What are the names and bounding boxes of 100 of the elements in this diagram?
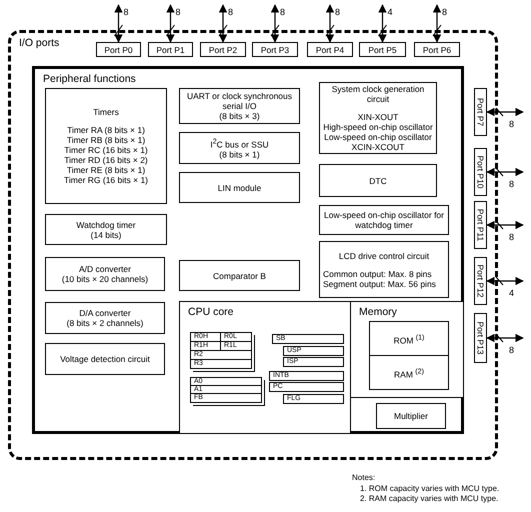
register-box [190, 359, 252, 369]
bus-width-label: 8 [509, 345, 514, 355]
bidirectional-arrow [166, 4, 175, 43]
function-block [319, 82, 437, 154]
peripheral-functions-panel [32, 66, 464, 434]
port-box [200, 42, 246, 57]
block-text: Timer RE (8 bits × 1) [66, 165, 146, 175]
register-box [283, 346, 344, 356]
port-box [474, 313, 487, 363]
bus-width-label: 4 [388, 7, 393, 17]
block-title: System clock generation circuit [330, 84, 426, 104]
function-block [179, 172, 300, 203]
block-text: Timer RC (16 bits × 1) [63, 145, 149, 155]
function-block [45, 343, 165, 375]
panel-heading: Memory [359, 306, 397, 318]
block-text: High-speed on-chip oscillator [322, 122, 434, 132]
bidirectional-arrow [486, 334, 524, 342]
block-title: Timers [92, 107, 120, 117]
function-block [319, 205, 449, 235]
port-label: Port P10 [474, 155, 486, 189]
port-label: Port P11 [474, 208, 486, 242]
block-title: A/D converter [78, 264, 132, 274]
block-title: Voltage detection circuit [59, 354, 151, 364]
bus-width-label: 8 [124, 7, 129, 17]
block-title: Multiplier [392, 411, 429, 421]
bidirectional-arrow [114, 4, 123, 43]
block-text: Common output: Max. 8 pins [322, 268, 433, 278]
port-label: Port P13 [474, 321, 486, 355]
port-box [148, 42, 193, 57]
register-box [220, 341, 252, 351]
bus-width-label: 8 [509, 232, 514, 242]
bus-width-label: 8 [509, 119, 514, 129]
cpu-core-panel [179, 301, 351, 434]
block-title: Watchdog timer [75, 220, 137, 230]
block-title: Comparator B [212, 270, 267, 280]
bus-width-label: 8 [280, 7, 286, 17]
bus-width-label: 8 [442, 7, 448, 17]
port-label: Port P5 [367, 44, 398, 54]
function-block [45, 214, 167, 245]
bidirectional-arrow [432, 4, 442, 43]
block-title: UART or clock synchronous serial I/O [186, 91, 294, 111]
block-title: ROM $^{(1)}$ [392, 332, 426, 345]
block-title: Low-speed on-chip oscillator for watchdog timer [322, 210, 445, 230]
bidirectional-arrow [486, 220, 524, 230]
bidirectional-arrow [218, 4, 228, 43]
bidirectional-arrow [326, 4, 334, 43]
port-label: Port P12 [474, 264, 486, 298]
block-text: Timer RD (16 bits × 2) [63, 155, 149, 165]
memory-panel [350, 301, 464, 398]
memory-block [369, 355, 449, 390]
port-label: Port P2 [208, 44, 238, 54]
port-box [307, 42, 353, 57]
port-label: Port P6 [422, 44, 452, 54]
block-text: XCIN-XCOUT [350, 142, 406, 152]
bus-width-label: 8 [509, 179, 514, 189]
bus-width-label: 8 [335, 7, 340, 17]
panel-heading: Peripheral functions [43, 73, 136, 85]
block-title: D/A converter [78, 308, 132, 318]
bus-width-label: 8 [176, 7, 181, 17]
panel-heading: I/O ports [19, 37, 60, 49]
footnote: 2. RAM capacity varies with MCU type. [360, 494, 498, 504]
register-box [220, 332, 252, 342]
footnote: 1. ROM capacity varies with MCU type. [360, 484, 500, 494]
port-label: Port P1 [155, 44, 186, 54]
register-box [272, 334, 344, 344]
port-label: Port P0 [103, 44, 134, 54]
block-text: Timer RG (16 bits × 1) [63, 175, 149, 185]
port-label: Port P3 [260, 44, 290, 54]
block-text: (8 bits × 1) [218, 149, 261, 160]
block-title: RAM $^{(2)}$ [393, 366, 425, 379]
port-box [414, 42, 460, 57]
port-box [474, 201, 487, 249]
port-box [474, 148, 487, 196]
register-box [190, 393, 262, 403]
register-box [283, 357, 344, 367]
bidirectional-arrow [486, 276, 524, 286]
block-title: LCD drive control circuit [338, 250, 430, 260]
memory-block [369, 321, 449, 356]
port-box [474, 257, 487, 305]
notes-heading: Notes: [352, 473, 376, 483]
block-title: LIN module [216, 182, 262, 192]
bidirectional-arrow [378, 4, 387, 43]
block-title: DTC [368, 176, 388, 186]
register-box [283, 394, 344, 404]
function-block [45, 88, 167, 204]
block-title: I$^{2}$C bus or SSU [209, 136, 270, 150]
block-text: Timer RA (8 bits × 1) [66, 125, 146, 135]
port-box [474, 88, 487, 136]
port-box [252, 42, 298, 57]
bus-width-label: 8 [228, 7, 234, 17]
panel-heading: CPU core [188, 306, 234, 318]
bidirectional-arrow [486, 108, 524, 116]
function-block [179, 88, 300, 124]
block-text: (14 bits) [90, 230, 122, 240]
register-box [269, 382, 344, 392]
bidirectional-arrow [270, 4, 280, 43]
function-block [319, 241, 449, 298]
block-text: (8 bits × 2 channels) [66, 318, 144, 328]
register-box [269, 371, 344, 381]
port-label: Port P7 [474, 98, 486, 126]
